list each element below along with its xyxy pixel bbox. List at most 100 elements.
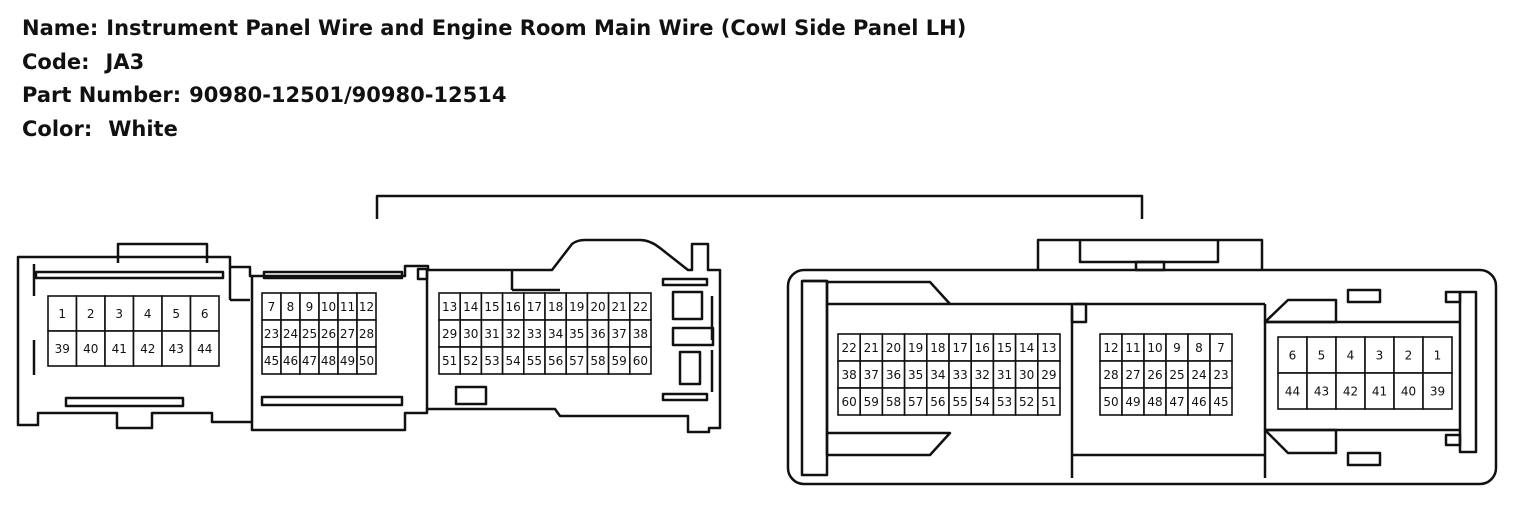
pin-number-right-18: 18 xyxy=(930,341,945,355)
pin-cavity-left-60 xyxy=(628,346,652,375)
pin-number-right-44: 44 xyxy=(1285,385,1300,399)
pin-number-left-53: 53 xyxy=(484,354,499,368)
pin-number-left-7: 7 xyxy=(268,300,276,314)
pin-number-left-21: 21 xyxy=(612,300,627,314)
pin-number-left-52: 52 xyxy=(463,354,478,368)
pin-number-left-6: 6 xyxy=(201,307,209,321)
pin-cavity-right-41 xyxy=(1364,372,1395,410)
pin-number-right-21: 21 xyxy=(864,341,879,355)
pin-number-left-48: 48 xyxy=(321,354,336,368)
pin-number-right-41: 41 xyxy=(1372,385,1387,399)
pin-cavity-left-39 xyxy=(47,330,78,367)
pin-number-right-47: 47 xyxy=(1169,395,1184,409)
pin-number-right-25: 25 xyxy=(1169,368,1184,382)
pin-number-left-8: 8 xyxy=(287,300,295,314)
pin-number-right-20: 20 xyxy=(886,341,901,355)
pin-number-left-26: 26 xyxy=(321,327,336,341)
pin-number-left-54: 54 xyxy=(506,354,521,368)
pin-number-left-2: 2 xyxy=(87,307,95,321)
pin-number-right-58: 58 xyxy=(886,395,901,409)
pin-cavity-left-44 xyxy=(189,330,220,367)
pin-number-right-7: 7 xyxy=(1217,341,1225,355)
pin-number-left-12: 12 xyxy=(359,300,374,314)
pin-number-right-12: 12 xyxy=(1103,341,1118,355)
pin-cavity-left-5 xyxy=(161,295,192,332)
pin-number-left-18: 18 xyxy=(548,300,563,314)
pin-number-left-1: 1 xyxy=(58,307,66,321)
pin-number-right-8: 8 xyxy=(1195,341,1203,355)
left-connector-housing xyxy=(16,238,722,434)
pin-number-left-45: 45 xyxy=(264,354,279,368)
pin-number-right-26: 26 xyxy=(1147,368,1162,382)
pin-cavity-right-44 xyxy=(1277,372,1308,410)
pin-number-left-59: 59 xyxy=(612,354,627,368)
pin-number-right-55: 55 xyxy=(952,395,967,409)
pin-number-right-5: 5 xyxy=(1318,349,1326,363)
name-label: Name: xyxy=(22,16,99,40)
pin-number-right-49: 49 xyxy=(1125,395,1140,409)
pin-number-right-1: 1 xyxy=(1434,349,1442,363)
pin-number-left-13: 13 xyxy=(442,300,457,314)
pin-number-right-17: 17 xyxy=(952,341,967,355)
pin-cavity-left-3 xyxy=(104,295,135,332)
pin-number-left-27: 27 xyxy=(340,327,355,341)
pin-number-right-51: 51 xyxy=(1041,395,1056,409)
pin-number-right-32: 32 xyxy=(975,368,990,382)
pin-number-right-9: 9 xyxy=(1173,341,1181,355)
pin-number-left-17: 17 xyxy=(527,300,542,314)
name-value: Instrument Panel Wire and Engine Room Ma… xyxy=(106,16,967,40)
pin-number-right-3: 3 xyxy=(1376,349,1384,363)
pin-number-left-29: 29 xyxy=(442,327,457,341)
pin-number-left-43: 43 xyxy=(169,342,184,356)
pin-number-left-58: 58 xyxy=(590,354,605,368)
pin-cavity-left-42 xyxy=(132,330,163,367)
pin-number-right-10: 10 xyxy=(1147,341,1162,355)
pin-number-right-45: 45 xyxy=(1213,395,1228,409)
color-label: Color: xyxy=(22,116,93,141)
pin-number-left-49: 49 xyxy=(340,354,355,368)
pin-cavity-right-51 xyxy=(1037,387,1061,416)
pin-number-left-50: 50 xyxy=(359,354,374,368)
pin-number-left-46: 46 xyxy=(283,354,298,368)
pin-number-left-38: 38 xyxy=(633,327,648,341)
pin-number-right-4: 4 xyxy=(1347,349,1355,363)
pin-cavity-left-50 xyxy=(356,346,377,375)
name-row: Name: Instrument Panel Wire and Engine Ro… xyxy=(22,12,966,46)
pin-number-right-59: 59 xyxy=(864,395,879,409)
pin-number-left-4: 4 xyxy=(144,307,152,321)
pin-number-right-48: 48 xyxy=(1147,395,1162,409)
pin-number-left-15: 15 xyxy=(484,300,499,314)
pin-number-left-11: 11 xyxy=(340,300,355,314)
pin-number-left-22: 22 xyxy=(633,300,648,314)
pin-number-left-32: 32 xyxy=(506,327,521,341)
pin-number-left-51: 51 xyxy=(442,354,457,368)
pin-number-right-16: 16 xyxy=(975,341,990,355)
pin-number-left-60: 60 xyxy=(633,354,648,368)
part-number-value: 90980-12501/90980-12514 xyxy=(189,83,507,107)
pin-number-right-24: 24 xyxy=(1191,368,1206,382)
pin-number-right-14: 14 xyxy=(1019,341,1034,355)
pin-number-left-25: 25 xyxy=(302,327,317,341)
pin-number-left-30: 30 xyxy=(463,327,478,341)
part-number-label: Part Number: xyxy=(22,83,182,107)
part-number-row: Part Number: 90980-12501/90980-12514 xyxy=(22,79,966,113)
color-row: Color:White xyxy=(22,113,966,147)
pin-number-right-43: 43 xyxy=(1314,385,1329,399)
pin-number-right-27: 27 xyxy=(1125,368,1140,382)
pin-number-right-54: 54 xyxy=(975,395,990,409)
pin-number-left-44: 44 xyxy=(197,342,212,356)
pin-number-right-33: 33 xyxy=(952,368,967,382)
pin-cavity-right-1 xyxy=(1422,336,1453,374)
pin-number-left-20: 20 xyxy=(590,300,605,314)
pin-number-right-2: 2 xyxy=(1405,349,1413,363)
pin-number-left-28: 28 xyxy=(359,327,374,341)
pin-number-left-36: 36 xyxy=(590,327,605,341)
pin-number-left-34: 34 xyxy=(548,327,563,341)
pin-number-left-41: 41 xyxy=(112,342,127,356)
pin-number-left-56: 56 xyxy=(548,354,563,368)
mating-bracket xyxy=(375,194,1144,219)
pin-number-left-10: 10 xyxy=(321,300,336,314)
pin-number-right-31: 31 xyxy=(997,368,1012,382)
pin-number-right-39: 39 xyxy=(1430,385,1445,399)
